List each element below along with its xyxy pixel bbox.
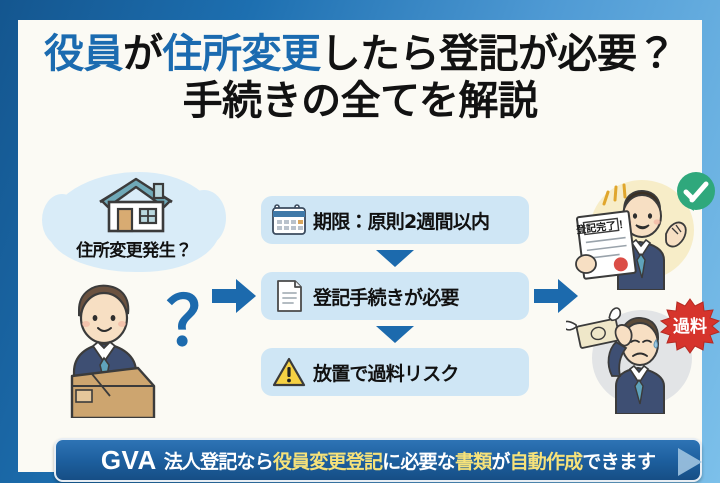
scenario-label: 住所変更発生？ bbox=[76, 241, 192, 261]
flow-step-deadline[interactable]: 期限：原則2週間以内 bbox=[261, 196, 529, 244]
outcome-risk: 過料 bbox=[566, 296, 720, 420]
document-icon bbox=[277, 280, 302, 312]
triangle-down-icon bbox=[376, 249, 414, 267]
banner-run-2: に必要な bbox=[382, 450, 456, 473]
flow-step-risk[interactable]: 放置で過料リスク bbox=[261, 348, 529, 396]
house-icon bbox=[99, 177, 173, 233]
title-run-1: が bbox=[123, 31, 163, 77]
flow-step-registration[interactable]: 登記手続きが必要 bbox=[261, 272, 529, 320]
title-line-1: 役員が住所変更したら登記が必要？ bbox=[18, 34, 702, 75]
warning-triangle-icon bbox=[272, 357, 306, 387]
banner-run-3: 書類 bbox=[454, 450, 492, 473]
title-run-3: したら登記が必要？ bbox=[320, 31, 677, 77]
person-carrying-box-icon bbox=[70, 284, 156, 418]
gva-logo: GVA bbox=[100, 444, 157, 475]
process-flow: 期限：原則2週間以内 登記手続きが必要 bbox=[261, 196, 529, 396]
outcome-success: 登記完了！ bbox=[566, 172, 715, 290]
happy-businessman-icon: 登記完了！ bbox=[575, 180, 694, 290]
banner-run-5: 自動作成 bbox=[509, 450, 584, 473]
flow-connector-2 bbox=[261, 320, 529, 348]
triangle-down-icon bbox=[376, 325, 414, 343]
flow-step-label: 期限：原則2週間以内 bbox=[313, 210, 490, 233]
flow-connector-1 bbox=[261, 244, 529, 272]
cta-banner[interactable]: GVA 法人登記なら役員変更登記に必要な書類が自動作成できます bbox=[54, 438, 702, 482]
banner-run-6: できます bbox=[582, 450, 656, 473]
banner-run-1: 役員変更登記 bbox=[272, 450, 383, 473]
cta-banner-text: 法人登記なら役員変更登記に必要な書類が自動作成できます bbox=[163, 447, 656, 474]
title-run-0: 手続きの全てを解説 bbox=[182, 77, 538, 124]
page-title: 役員が住所変更したら登記が必要？ 手続きの全てを解説 bbox=[18, 34, 702, 122]
calendar-icon bbox=[272, 204, 306, 235]
arrow-right-icon-left bbox=[212, 279, 256, 313]
banner-run-0: 法人登記なら bbox=[163, 450, 274, 473]
overcharge-badge-label: 過料 bbox=[673, 316, 707, 337]
flow-step-label: 登記手続きが必要 bbox=[313, 286, 459, 309]
left-scenario-group: 住所変更発生？ bbox=[40, 170, 234, 420]
starburst-badge-overcharge: 過料 bbox=[660, 298, 720, 354]
arrow-right-icon-right bbox=[534, 279, 578, 313]
banner-run-4: が bbox=[491, 450, 510, 473]
check-circle-icon bbox=[677, 172, 715, 211]
flying-money-icon bbox=[566, 307, 622, 349]
flow-step-label: 放置で過料リスク bbox=[313, 362, 459, 385]
canvas-area: 役員が住所変更したら登記が必要？ 手続きの全てを解説 住所変更発生？ bbox=[18, 20, 720, 482]
title-run-0: 役員 bbox=[44, 31, 124, 77]
title-run-2: 住所変更 bbox=[162, 31, 322, 77]
title-line-2: 手続きの全てを解説 bbox=[18, 77, 702, 124]
banner-arrow-tip bbox=[678, 448, 702, 476]
